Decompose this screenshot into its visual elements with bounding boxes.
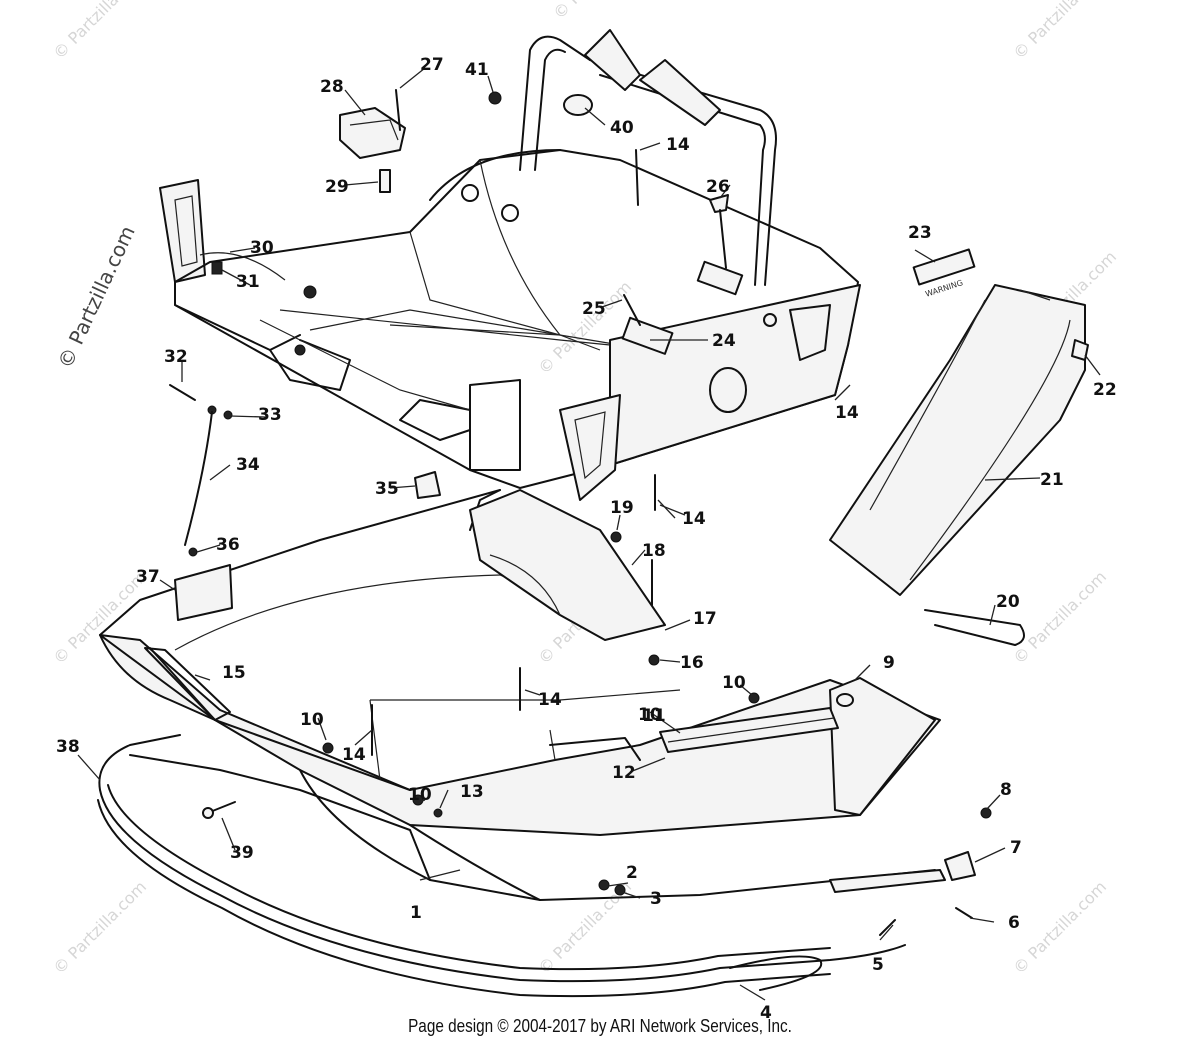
callout-label: 18 — [642, 541, 666, 561]
bumper-loop — [97, 734, 906, 998]
callout-label: 34 — [236, 455, 260, 475]
cable-assembly — [169, 384, 233, 557]
callout-label: 41 — [465, 60, 489, 80]
callout-label: 19 — [610, 498, 634, 518]
callout-label: 10 — [722, 673, 746, 693]
side-panel: WARNING — [829, 248, 1089, 646]
callout-label: 6 — [1008, 913, 1020, 933]
callout-label: 28 — [320, 77, 344, 97]
callout-label: 13 — [460, 782, 484, 802]
callout-label: 8 — [1000, 780, 1012, 800]
callout-label: 27 — [420, 55, 444, 75]
callout-labels: 1 2 3 4 5 6 7 8 9 10 10 10 10 11 12 13 1… — [56, 55, 1117, 1023]
callout-label: 10 — [638, 705, 662, 725]
callout-label: 22 — [1093, 380, 1117, 400]
callout-label: 17 — [693, 609, 717, 629]
callout-label: 7 — [1010, 838, 1022, 858]
callout-label: 21 — [1040, 470, 1064, 490]
watermark: © Partzilla.com — [49, 0, 150, 63]
callout-label: 32 — [164, 347, 188, 367]
callout-label: 2 — [626, 863, 638, 883]
side-watermark: © Partzilla.com — [53, 222, 140, 372]
callout-label: 4 — [760, 1003, 772, 1023]
callout-label: 30 — [250, 238, 274, 258]
callout-label: 9 — [883, 653, 895, 673]
callout-label: 20 — [996, 592, 1020, 612]
callout-label: 38 — [56, 737, 80, 757]
callout-label: 40 — [610, 118, 634, 138]
hardware-top — [199, 89, 729, 499]
callout-label: 35 — [375, 479, 399, 499]
callout-label: 23 — [908, 223, 932, 243]
callout-label: 10 — [300, 710, 324, 730]
callout-label: 15 — [222, 663, 246, 683]
callout-label: 25 — [582, 299, 606, 319]
callout-label: 1 — [410, 903, 422, 923]
tunnel-assembly — [159, 29, 861, 501]
callout-label: 29 — [325, 177, 349, 197]
watermark: © Partzilla.com — [1009, 0, 1110, 63]
leader-lines — [77, 67, 1101, 1001]
callout-label: 10 — [408, 785, 432, 805]
callout-label: 14 — [835, 403, 859, 423]
callout-label: 12 — [612, 763, 636, 783]
callout-label: 5 — [872, 955, 884, 975]
callout-label: 24 — [712, 331, 736, 351]
callout-label: 3 — [650, 889, 662, 909]
callout-label: 31 — [236, 272, 260, 292]
callout-label: 16 — [680, 653, 704, 673]
callout-label: 33 — [258, 405, 282, 425]
callout-label: 14 — [666, 135, 690, 155]
belly-pan — [99, 474, 992, 936]
callout-label: 14 — [538, 690, 562, 710]
callout-label: 14 — [342, 745, 366, 765]
watermark: © Partzilla.com — [1009, 567, 1110, 668]
callout-label: 26 — [706, 177, 730, 197]
watermark: © Partzilla.com — [549, 0, 650, 23]
callout-label: 11 — [642, 706, 666, 726]
watermark: © Partzilla.com — [49, 877, 150, 978]
callout-label: 37 — [136, 567, 160, 587]
watermark: © Partzilla.com — [1009, 877, 1110, 978]
page-footer: Page design © 2004-2017 by ARI Network S… — [408, 1016, 792, 1036]
callout-label: 39 — [230, 843, 254, 863]
callout-label: 14 — [682, 509, 706, 529]
callout-label: 36 — [216, 535, 240, 555]
